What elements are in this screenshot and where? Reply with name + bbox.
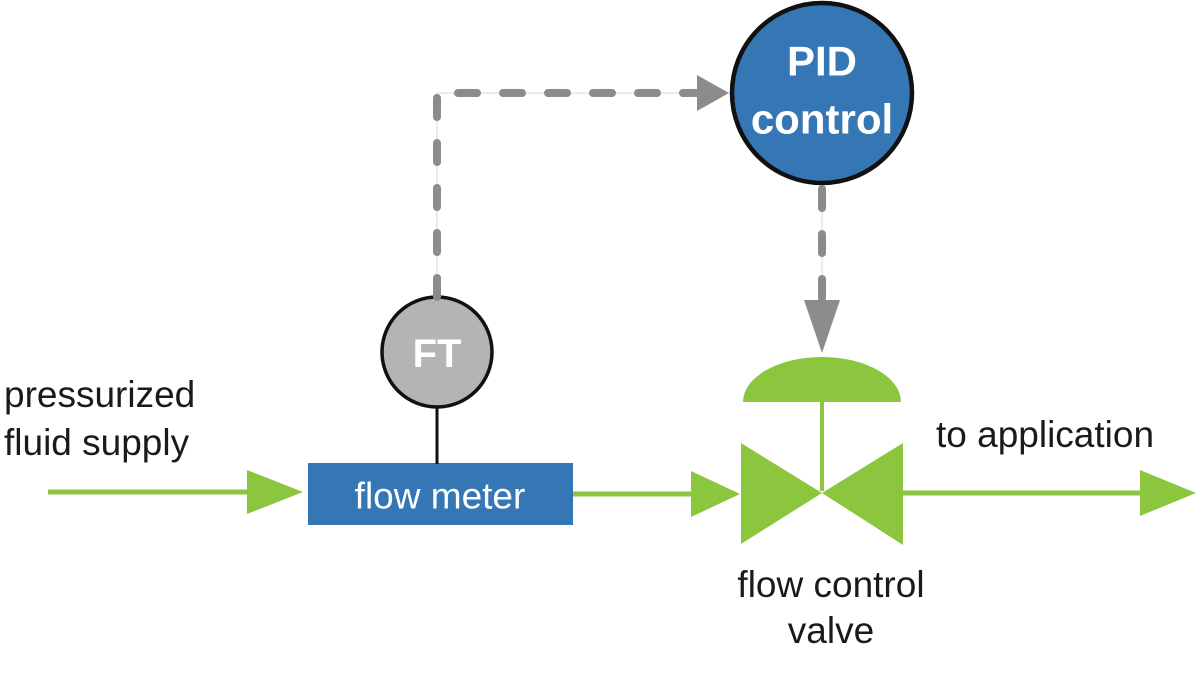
control-signal <box>804 185 840 353</box>
measurement-signal <box>433 75 729 301</box>
pid-controller-node: PID control <box>729 0 915 186</box>
supply-flow-arrow <box>48 470 303 514</box>
measurement-signal-dashed-line <box>433 89 704 301</box>
flow-transmitter-label: FT <box>413 332 462 376</box>
flow-meter-box <box>308 463 573 525</box>
output-flow-arrow <box>903 470 1196 516</box>
supply-label-line2: fluid supply <box>4 422 190 463</box>
flow-meter-node: flow meter <box>308 463 573 525</box>
valve-caption-line2: valve <box>788 610 874 651</box>
meter-to-valve-arrow <box>573 471 740 517</box>
output-flow-arrowhead-icon <box>1140 470 1196 516</box>
flow-control-valve-node <box>741 357 903 545</box>
valve-actuator-dome-icon <box>743 357 901 402</box>
pid-controller-label-line2: control <box>751 96 893 143</box>
supply-label-line1: pressurized <box>4 374 195 415</box>
flow-transmitter-node: FT <box>380 295 494 464</box>
meter-to-valve-arrowhead-icon <box>691 471 740 517</box>
valve-caption-line1: flow control <box>737 564 924 605</box>
valve-caption: flow control valve <box>737 564 924 651</box>
supply-flow-arrowhead-icon <box>247 470 303 514</box>
valve-body-icon <box>741 443 903 545</box>
supply-label: pressurized fluid supply <box>4 374 195 463</box>
flow-meter-label: flow meter <box>355 476 526 517</box>
pid-controller-circle <box>729 0 915 186</box>
measurement-signal-arrowhead-icon <box>697 75 729 111</box>
output-label: to application <box>936 414 1154 455</box>
control-signal-arrowhead-icon <box>804 300 840 353</box>
pid-controller-label-line1: PID <box>787 38 857 85</box>
measurement-signal-underlay <box>436 92 700 297</box>
